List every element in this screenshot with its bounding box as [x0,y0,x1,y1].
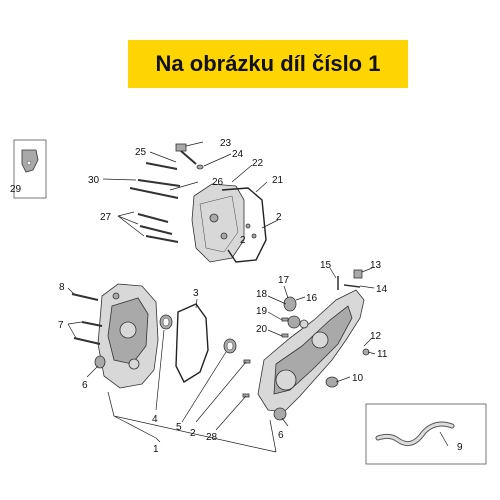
callout-2-c: 2 [190,428,196,439]
callout-27: 27 [100,212,112,223]
part-number-banner: Na obrázku díl číslo 1 [128,40,408,88]
callout-18: 18 [256,289,268,300]
callout-20: 20 [256,324,268,335]
callout-24: 24 [232,149,244,160]
callout-labels: 1 2 2 2 3 4 5 6 6 7 8 9 10 11 12 13 14 1… [10,138,463,455]
callout-8: 8 [59,282,65,293]
callout-7: 7 [58,320,64,331]
callout-5: 5 [176,422,182,433]
callout-12: 12 [370,331,382,342]
banner-text: Na obrázku díl číslo 1 [155,51,381,76]
part-29-inset [13,139,47,199]
callout-19: 19 [256,306,268,317]
gasket-3 [175,303,209,384]
callout-11: 11 [377,349,388,360]
callout-25: 25 [135,147,147,158]
gasket-21 [221,187,267,263]
callout-1: 1 [153,444,159,455]
long-bolts [129,162,181,243]
callout-28: 28 [206,432,218,443]
sensor-part-23 [175,143,204,170]
seals-4 [159,314,237,354]
callout-10: 10 [352,373,364,384]
callout-23: 23 [220,138,232,149]
callout-29: 29 [10,184,22,195]
callout-2-a: 2 [276,212,282,223]
small-parts [242,223,370,398]
callout-13: 13 [370,260,382,271]
right-crankcase-half [257,289,365,421]
left-crankcase-half [71,283,159,389]
leader-lines [67,141,449,453]
callout-21: 21 [272,175,284,186]
callout-4: 4 [152,414,158,425]
crankcase-cover-22 [191,183,245,263]
part-9-inset [365,403,487,465]
callout-30: 30 [88,175,100,186]
callout-17: 17 [278,275,290,286]
callout-16: 16 [306,293,318,304]
callout-9: 9 [457,442,463,453]
callout-6-a: 6 [82,380,88,391]
callout-3: 3 [193,288,199,299]
callout-6-b: 6 [278,430,284,441]
callout-15: 15 [320,260,332,271]
callout-14: 14 [376,284,388,295]
callout-22: 22 [252,158,264,169]
callout-2-b: 2 [240,235,246,246]
callout-26: 26 [212,177,224,188]
